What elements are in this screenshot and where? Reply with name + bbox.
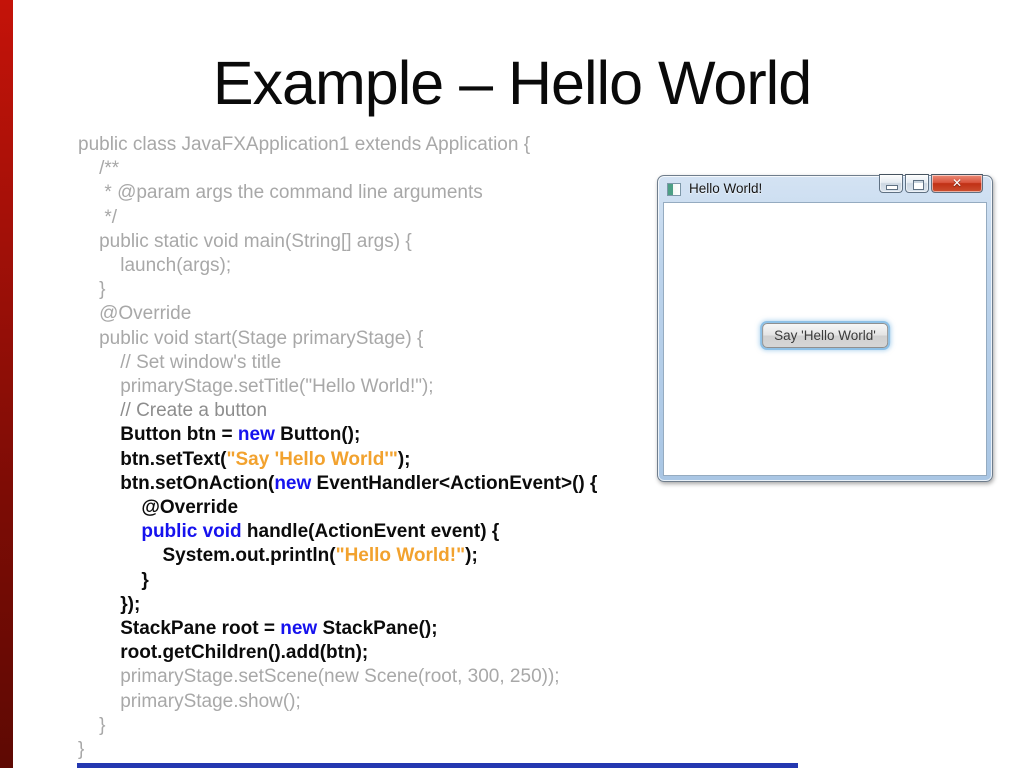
code-line: } [78,714,718,738]
code-segment: * @param args the command line arguments [78,182,483,204]
code-segment: ); [465,545,478,567]
code-segment: public class JavaFXApplication1 extends … [78,134,531,155]
maximize-button[interactable] [905,174,929,193]
code-line: public static void main(String[] args) { [78,230,718,254]
code-segment: primaryStage.setScene(new Scene(root, 30… [78,666,560,688]
code-segment: handle(ActionEvent event) { [241,521,500,543]
code-segment: @Override [78,303,192,325]
code-segment: Button btn = [78,424,238,446]
code-line: } [78,569,718,593]
code-line: @Override [78,302,718,326]
code-line: // Create a button [78,399,718,423]
code-segment: new [237,424,275,446]
code-line: * @param args the command line arguments [78,181,718,205]
code-segment: btn.setOnAction( [78,472,275,494]
code-line: } [78,278,718,302]
code-line: @Override [78,496,718,520]
code-segment: StackPane(); [317,618,438,640]
code-segment: EventHandler<ActionEvent>() { [311,472,598,494]
code-line: public class JavaFXApplication1 extends … [78,133,718,157]
code-segment: "Hello World!" [335,545,466,567]
maximize-icon [913,180,924,190]
code-line: System.out.println("Hello World!"); [78,544,718,568]
code-segment: */ [78,206,118,228]
minimize-icon [886,185,898,190]
code-line: public void handle(ActionEvent event) { [78,520,718,544]
code-segment: StackPane root = [78,618,281,640]
code-segment: new [280,618,318,640]
code-line: btn.setOnAction(new EventHandler<ActionE… [78,472,718,496]
code-line: launch(args); [78,254,718,278]
code-line: /** [78,157,718,181]
code-line: } [78,738,718,762]
code-segment: @Override [78,497,239,519]
slide-title: Example – Hello World [212,49,812,117]
code-segment: root.getChildren().add(btn); [78,642,369,664]
code-segment: }); [78,593,141,615]
code-line: public void start(Stage primaryStage) { [78,327,718,351]
code-segment: } [78,714,106,736]
code-line: primaryStage.show(); [78,690,718,714]
code-segment: new [274,472,312,494]
code-segment: System.out.println( [78,545,336,567]
code-segment: "Say 'Hello World'" [226,448,398,470]
code-line: // Set window's title [78,351,718,375]
bottom-accent-bar [77,763,798,768]
code-segment: } [78,279,106,301]
window-title: Hello World! [689,181,763,196]
code-segment: ); [397,448,411,470]
window-titlebar[interactable]: Hello World! ✕ [658,174,992,203]
code-segment: /** [78,158,120,180]
code-block: public class JavaFXApplication1 extends … [78,133,718,762]
app-icon [667,183,681,196]
close-icon: ✕ [951,176,963,190]
window-controls: ✕ [879,174,983,193]
code-segment: public static void main(String[] args) { [78,230,412,252]
close-button[interactable]: ✕ [931,174,983,193]
code-segment: public void [78,521,242,543]
code-segment: Button(); [274,424,361,446]
left-accent-bar [0,0,13,768]
code-line: Button btn = new Button(); [78,423,718,447]
window-client-area: Say 'Hello World' [663,202,987,476]
code-segment: primaryStage.setTitle("Hello World!"); [78,376,434,398]
code-line: StackPane root = new StackPane(); [78,617,718,641]
code-line: primaryStage.setScene(new Scene(root, 30… [78,665,718,689]
code-segment: // Set window's title [78,351,282,373]
say-hello-world-button[interactable]: Say 'Hello World' [762,323,888,348]
code-segment: launch(args); [78,255,232,277]
code-segment: public void start(Stage primaryStage) { [78,327,424,349]
code-line: root.getChildren().add(btn); [78,641,718,665]
code-line: btn.setText("Say 'Hello World'"); [78,448,718,472]
code-line: }); [78,593,718,617]
minimize-button[interactable] [879,174,903,193]
hello-world-app-window: Hello World! ✕ Say 'Hello World' [657,174,993,482]
code-segment: } [78,739,85,761]
code-segment: primaryStage.show(); [78,690,301,712]
code-segment: } [78,569,149,591]
code-line: */ [78,206,718,230]
code-segment: btn.setText( [78,448,227,470]
code-segment: // Create a button [78,400,268,422]
code-line: primaryStage.setTitle("Hello World!"); [78,375,718,399]
